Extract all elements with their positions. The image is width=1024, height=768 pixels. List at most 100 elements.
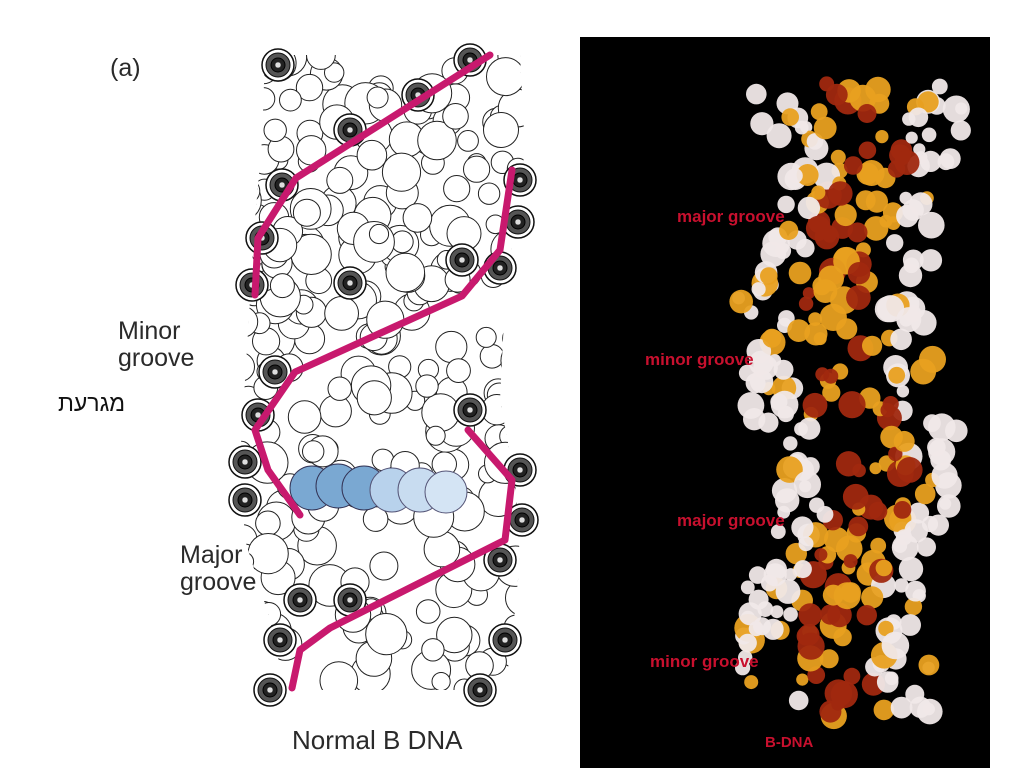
b-dna-model — [729, 76, 971, 730]
atom-sphere — [319, 661, 359, 690]
atom-sphere — [893, 430, 915, 452]
atom-sphere — [868, 501, 888, 521]
phosphate-atom — [488, 623, 522, 657]
atom-sphere — [794, 120, 809, 135]
atom-sphere — [251, 87, 276, 111]
backbone-strand-3 — [288, 426, 516, 692]
atom-sphere — [833, 627, 852, 647]
atom-spheres — [240, 55, 525, 690]
backbone-strand-2 — [251, 166, 516, 519]
atom-sphere — [479, 344, 505, 369]
phosphate-atom — [263, 623, 297, 657]
atom-sphere — [381, 152, 422, 192]
atom-sphere — [762, 328, 782, 348]
atom-sphere — [735, 660, 751, 676]
atom-sphere — [402, 203, 433, 233]
atom-sphere — [770, 393, 788, 411]
atom-sphere — [745, 373, 766, 394]
atom-sphere — [918, 211, 945, 239]
atom-sphere — [802, 392, 828, 418]
phosphate-atom — [483, 543, 517, 577]
atom-sphere — [763, 563, 787, 587]
atom-sphere — [502, 326, 525, 350]
atom-sphere — [791, 516, 814, 539]
atom-sphere — [240, 168, 258, 203]
atom-sphere — [945, 419, 968, 443]
phosphate-atom — [333, 266, 367, 300]
atom-sphere — [843, 554, 858, 569]
atom-sphere — [503, 374, 524, 395]
groove-label-major-1: major groove — [677, 207, 785, 226]
atom-sphere — [788, 261, 812, 285]
atom-sphere — [784, 568, 798, 581]
atom-sphere — [796, 673, 809, 686]
atom-sphere — [894, 578, 909, 593]
atom-sphere — [421, 638, 445, 662]
atom-sphere — [927, 514, 949, 536]
atom-sphere — [919, 345, 946, 373]
phosphate-atoms — [228, 43, 539, 707]
atom-sphere — [457, 130, 479, 152]
atom-sphere — [858, 141, 877, 160]
atom-sphere — [886, 234, 904, 252]
atom-sphere — [813, 116, 837, 140]
atom-sphere — [873, 699, 895, 721]
atom-sphere — [443, 175, 471, 203]
atom-sphere — [905, 684, 925, 704]
atom-sphere — [846, 285, 871, 310]
atom-sphere — [937, 153, 955, 171]
atom-sphere — [955, 102, 968, 115]
atom-sphere — [240, 305, 259, 338]
atom-sphere — [830, 149, 846, 165]
phosphate-atom — [258, 355, 292, 389]
atom-sphere — [796, 238, 815, 258]
atom-sphere — [902, 112, 916, 126]
atom-sphere — [240, 351, 255, 382]
groove-label-minor-1: minor groove — [645, 350, 754, 369]
major-groove-label: Major groove — [180, 541, 257, 596]
atom-sphere — [848, 516, 869, 537]
atom-sphere — [878, 620, 894, 637]
atom-sphere — [760, 267, 778, 285]
atom-sphere — [838, 391, 866, 419]
atom-sphere — [921, 127, 937, 143]
atom-sphere — [909, 192, 933, 216]
atom-sphere — [865, 76, 891, 103]
groove-label-minor-2: minor groove — [650, 652, 759, 671]
atom-sphere — [774, 242, 792, 260]
atom-sphere — [269, 273, 295, 299]
phosphate-atom — [228, 483, 262, 517]
atom-sphere — [896, 307, 922, 333]
atom-sphere — [798, 603, 822, 627]
normal-b-dna-illustration — [228, 43, 539, 707]
atom-sphere — [324, 62, 345, 83]
atom-sphere — [830, 681, 858, 709]
atom-sphere — [729, 289, 753, 314]
atom-sphere — [750, 112, 774, 136]
atom-sphere — [796, 164, 819, 186]
minor-groove-label: Minor groove — [118, 317, 195, 372]
atom-sphere — [371, 448, 395, 472]
atom-sphere — [847, 222, 868, 243]
atom-sphere — [356, 139, 388, 171]
phosphate-atom — [261, 48, 295, 82]
atom-sphere — [813, 332, 827, 346]
atom-sphere — [918, 654, 940, 676]
atom-sphere — [869, 462, 882, 475]
atom-sphere — [913, 143, 926, 156]
atom-sphere — [819, 649, 839, 669]
atom-sphere — [306, 55, 336, 70]
atom-sphere — [240, 179, 262, 222]
atom-sphere — [751, 282, 766, 297]
atom-sphere — [463, 155, 491, 183]
atom-sphere — [255, 510, 281, 537]
atom-sphere — [870, 537, 887, 554]
atom-sphere — [295, 73, 324, 102]
atom-sphere — [385, 252, 426, 293]
atom-sphere — [748, 589, 769, 610]
atom-sphere — [888, 366, 906, 384]
atom-sphere — [415, 374, 439, 398]
atom-sphere — [781, 108, 799, 126]
atom-sphere — [798, 536, 814, 552]
atom-sphere — [914, 483, 936, 505]
